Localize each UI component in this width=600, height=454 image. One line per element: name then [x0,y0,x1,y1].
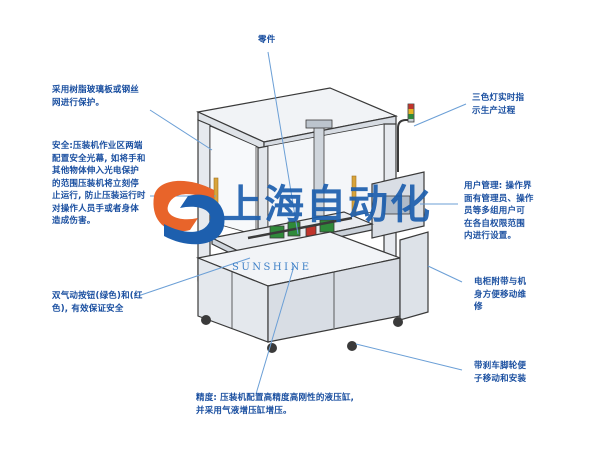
callout-parts: 零件 [258,35,276,45]
callout-electric-cabinet: 电柜附带与机 身方便移动维 修 [474,277,527,312]
callout-material: 采用树脂玻璃板或钢丝 网进行保护。 [52,85,140,108]
callout-tri-color-light: 三色灯实时指 示生产过程 [472,93,525,116]
callout-two-hand-buttons: 双气动按钮(绿色)和(红 色), 有效保证安全 [52,291,143,314]
press-machine [195,87,429,353]
callout-precision: 精度: 压装机配置高精度高刚性的液压缸, 并采用气液增压缸增压。 [196,393,355,416]
watermark-english: SUNSHINE [232,262,312,273]
callout-safety: 安全:压装机作业区两端 配置安全光幕, 如将手和 其他物体伸入光电保护 的范围压… [52,141,146,226]
callout-casters: 带刹车脚轮便 子移动和安装 [474,361,527,384]
company-logo [153,180,225,245]
watermark-chinese: 上海自动化 [222,182,432,228]
callout-user-management: 用户管理: 操作界 面有管理员、操作 员等多组用户可 在各自权限范围 内进行设置… [464,181,534,241]
